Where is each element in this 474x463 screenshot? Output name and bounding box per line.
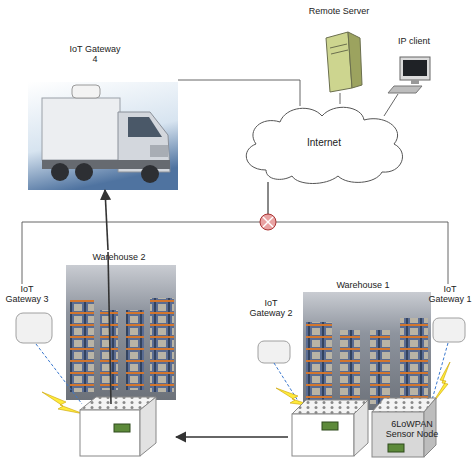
server-slot: [331, 50, 348, 54]
network-link: [178, 80, 300, 106]
network-link: [384, 94, 398, 116]
monitor-stand: [411, 80, 419, 84]
package-front: [80, 410, 140, 456]
lightning-symbol: [42, 392, 84, 414]
monitor: [400, 57, 430, 80]
movement-arrow: [105, 190, 108, 250]
node-label: IoT Gateway 3: [4, 284, 50, 304]
node-label: Remote Server: [308, 6, 370, 16]
truck-wheel: [51, 163, 69, 181]
node-label: Warehouse 1: [288, 280, 438, 290]
network-link: [340, 93, 341, 104]
truck-wheel: [141, 165, 159, 183]
internet-cloud: Internet: [236, 100, 412, 186]
warehouse-photo: [303, 292, 431, 410]
node-label: Warehouse 2: [62, 252, 176, 262]
sensor-node: [114, 424, 130, 432]
keyboard: [388, 86, 422, 93]
client-icon: IP client: [386, 36, 442, 94]
gateway-device-box: IoT Gateway 2: [248, 298, 298, 366]
package-side: [140, 397, 156, 456]
warehouse-rack: [70, 300, 94, 392]
router-symbol: [263, 217, 273, 227]
server-icon: Remote Server: [308, 6, 370, 93]
warehouse-photo: [66, 265, 176, 400]
node-label: IoT Gateway 1: [428, 284, 472, 304]
node-label: IP client: [386, 36, 442, 46]
sensor-node: [388, 444, 404, 452]
node-label: IoT Gateway 4: [66, 44, 124, 64]
truck-windshield: [128, 117, 162, 137]
truck-image: IoT Gateway 4: [28, 42, 178, 190]
package-side: [354, 400, 368, 456]
gateway-device-box: IoT Gateway 1: [428, 284, 472, 346]
sensor-node: [322, 422, 338, 430]
warehouse-rack: [340, 330, 360, 404]
wireless-link: [274, 363, 300, 404]
truck-trailer: [42, 98, 120, 160]
warehouse-rack: [150, 298, 174, 392]
server-side: [348, 32, 362, 88]
warehouse-image: Warehouse 2: [62, 250, 176, 458]
network-link: [268, 182, 448, 284]
warehouse-rack: [400, 318, 428, 404]
gateway-device: [16, 313, 52, 343]
warehouse-rack: [370, 330, 390, 404]
gateway-device: [258, 341, 290, 363]
gateway-device-box: IoT Gateway 3: [4, 284, 56, 346]
warehouse-rack: [306, 322, 332, 404]
callout-label: 6LoWPAN Sensor Node: [384, 419, 440, 439]
node-label: Internet: [236, 137, 412, 148]
wireless-link: [36, 344, 82, 404]
server-slot: [330, 44, 347, 48]
truck-wheel: [75, 163, 93, 181]
server-tower: [326, 32, 352, 92]
monitor-screen: [403, 60, 427, 76]
gateway-device: [72, 85, 100, 98]
package-front: [292, 414, 354, 456]
router-symbol: [260, 214, 276, 230]
warehouse-rack: [126, 310, 144, 390]
gateway-device: [433, 318, 465, 342]
router-symbol: [263, 217, 273, 227]
node-label: IoT Gateway 2: [248, 298, 294, 318]
network-link: [22, 182, 268, 284]
movement-arrow: [176, 436, 288, 438]
truck-photo-background: [28, 82, 178, 190]
truck-grille: [150, 145, 168, 157]
movement-arrow-stem: [108, 252, 111, 404]
